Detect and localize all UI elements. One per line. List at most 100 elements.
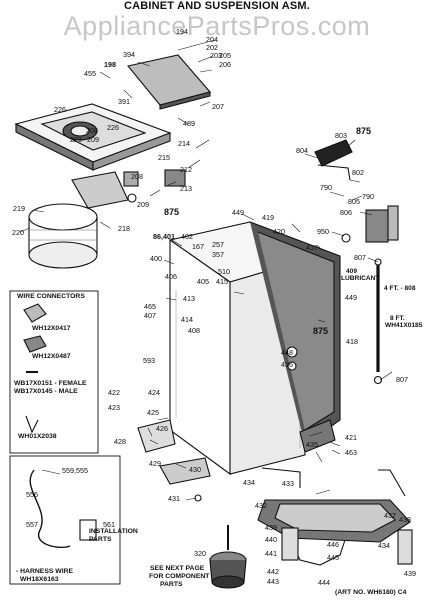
part-label: 214 <box>178 139 190 148</box>
part-label: 391 <box>118 97 130 106</box>
part-label: 557 <box>26 520 38 529</box>
part-label: 405 <box>197 277 209 286</box>
part-label: 805 <box>348 197 360 206</box>
part-label: 212 <box>180 165 192 174</box>
part-label: 465 <box>144 302 156 311</box>
part-label: 213 <box>180 184 192 193</box>
part-label: 802 <box>352 168 364 177</box>
splash-shield-drawing <box>28 171 129 269</box>
part-label: 416 <box>281 360 293 369</box>
part-label: 433 <box>282 479 294 488</box>
part-label: 86,401 <box>153 232 175 241</box>
part-label: 418 <box>346 337 358 346</box>
part-label: 803 <box>335 131 347 140</box>
connector-partno: WB17X0151 - FEMALE <box>14 380 87 387</box>
part-label: 431 <box>168 494 180 503</box>
see-next-note: PARTS <box>160 581 183 588</box>
part-label: 419 <box>262 213 274 222</box>
part-label: 414 <box>181 315 193 324</box>
part-label: 807 <box>396 375 408 384</box>
part-label: 875 <box>164 207 180 217</box>
installation-box <box>9 455 121 585</box>
watermark: AppliancePartsPros.com <box>63 11 371 41</box>
part-label: 439 <box>265 523 277 532</box>
part-label: 209 <box>87 135 99 144</box>
part-label: 407 <box>144 311 156 320</box>
part-label: 875 <box>313 326 329 336</box>
see-next-note: SEE NEXT PAGE <box>150 565 205 572</box>
harness-partno: WH18X6163 <box>20 576 59 583</box>
part-label: 209 <box>137 200 149 209</box>
part-label: 449 <box>345 293 357 302</box>
part-label: 438 <box>399 515 411 524</box>
part-label: 593 <box>143 356 155 365</box>
part-label: 463 <box>345 448 357 457</box>
part-label: 806 <box>340 208 352 217</box>
part-label: 167 <box>192 242 204 251</box>
connector-partno: WB17X0145 - MALE <box>14 388 78 395</box>
part-label: 257 <box>212 240 224 249</box>
control-parts-drawing <box>314 139 399 243</box>
part-label: 420 <box>273 227 285 236</box>
leveling-parts-drawing <box>137 419 336 502</box>
top-cover-drawing <box>14 103 172 171</box>
part-label: 206 <box>219 60 231 69</box>
part-label: 445 <box>327 553 339 562</box>
part-label: 194 <box>176 27 188 36</box>
part-label: 442 <box>267 567 279 576</box>
suspension-base-drawing <box>257 467 413 566</box>
part-label: 400 <box>150 254 162 263</box>
part-label: 807 <box>354 253 366 262</box>
lubricant-label: LUBRICANT <box>341 275 380 282</box>
part-label: 320 <box>194 549 206 558</box>
part-label: 415 <box>216 277 228 286</box>
part-label: 208 <box>131 172 143 181</box>
fill-hoses-drawing <box>373 258 383 385</box>
part-label: 422 <box>108 388 120 397</box>
part-label: 202 <box>206 43 218 52</box>
part-label: 489 <box>183 119 195 128</box>
part-label: 220 <box>12 228 24 237</box>
part-label: 790 <box>320 183 332 192</box>
part-label: 875 <box>356 126 372 136</box>
part-label: 439 <box>404 569 416 578</box>
part-label: 413 <box>183 294 195 303</box>
part-label: 441 <box>265 549 277 558</box>
part-label: 444 <box>318 578 330 587</box>
part-label: 434 <box>378 541 390 550</box>
part-label: 429 <box>149 459 161 468</box>
installation-label: PARTS <box>89 536 112 543</box>
part-label: 556 <box>26 490 38 499</box>
part-label: 790 <box>362 192 374 201</box>
part-label: 432 <box>255 501 267 510</box>
part-label: 426 <box>156 424 168 433</box>
see-next-note: FOR COMPONENT <box>149 573 210 580</box>
hose-4ft-label: 4 FT. - 808 <box>384 285 416 292</box>
part-label: 219 <box>13 204 25 213</box>
part-label: 561 <box>103 520 115 529</box>
part-label: 428 <box>114 437 126 446</box>
part-label: 417 <box>306 243 318 252</box>
part-label: 423 <box>108 403 120 412</box>
wire-connectors-heading: WIRE CONNECTORS <box>17 293 85 300</box>
hose-8ft-partno: WH41X0185 <box>385 322 423 329</box>
connector-partno: WH01X2038 <box>18 433 57 440</box>
part-label: 434 <box>243 478 255 487</box>
diagram-title: CABINET AND SUSPENSION ASM. <box>123 0 311 12</box>
part-label: 804 <box>296 146 308 155</box>
part-label: 223 <box>70 135 82 144</box>
part-label: 408 <box>188 326 200 335</box>
part-label: 204 <box>206 35 218 44</box>
art-number: (ART NO. WH6180) C4 <box>335 589 407 596</box>
part-label: 226 <box>107 123 119 132</box>
part-label: 208 <box>86 126 98 135</box>
part-label: 425 <box>147 408 159 417</box>
part-label: 430 <box>189 465 201 474</box>
part-label: 559,555 <box>62 466 88 475</box>
part-label: 394 <box>123 50 135 59</box>
lubricant-number: 409 <box>346 268 358 275</box>
hinge-parts-drawing <box>123 169 186 203</box>
part-label: 205 <box>219 51 231 60</box>
part-label: 215 <box>158 153 170 162</box>
